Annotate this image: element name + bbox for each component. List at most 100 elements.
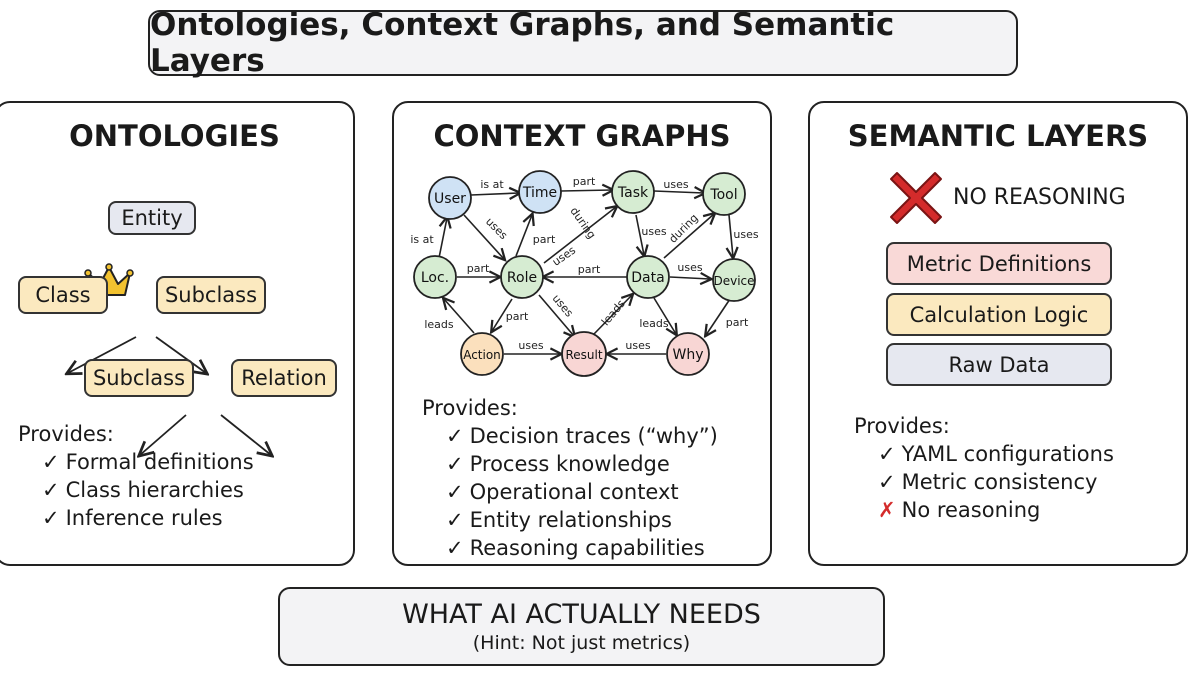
layer-metric-definitions: Metric Definitions — [886, 242, 1112, 285]
provides-item: ✓Class hierarchies — [42, 478, 244, 502]
provides-item: ✓YAML configurations — [878, 442, 1114, 466]
edge-entity-subclass — [155, 336, 206, 373]
edge-label-user-time: is at — [480, 178, 504, 191]
edge-data-tool — [663, 214, 714, 259]
edge-label-tool-device: uses — [733, 228, 758, 241]
provides-label: Provides: — [18, 422, 114, 446]
edge-label-user-role: uses — [483, 215, 510, 242]
provides-item: ✓Decision traces (“why”) — [446, 424, 718, 448]
edge-action-loc — [444, 299, 475, 334]
edge-label-action-result: uses — [518, 339, 543, 352]
edge-label-data-device: uses — [677, 261, 702, 274]
check-icon: ✓ — [42, 478, 60, 502]
class-node: Class — [18, 276, 108, 314]
ontologies-panel: ONTOLOGIES Entity Class Subclass Subclas… — [0, 101, 355, 566]
provides-item: ✓Process knowledge — [446, 452, 670, 476]
edge-result-data — [593, 295, 632, 335]
edge-label-role-time: part — [533, 233, 556, 246]
ontology-tree-lower — [0, 414, 357, 503]
subclass-node-bottom: Subclass — [84, 359, 194, 397]
edge-label-loc-user: is at — [410, 233, 434, 246]
provides-item: ✓Reasoning capabilities — [446, 536, 705, 560]
node-action — [460, 332, 504, 376]
edge-label-device-why: part — [726, 316, 749, 329]
edge-label-loc-role: part — [467, 262, 490, 275]
node-result — [561, 331, 607, 377]
edge-user-role — [463, 214, 504, 259]
node-time — [518, 170, 562, 214]
footer-heading: WHAT AI ACTUALLY NEEDS — [402, 599, 761, 630]
edge-time-task — [560, 190, 612, 191]
footer-box: WHAT AI ACTUALLY NEEDS (Hint: Not just m… — [278, 587, 885, 666]
check-icon: ✓ — [446, 452, 464, 476]
check-icon: ✓ — [42, 506, 60, 530]
edge-role-result — [538, 294, 574, 336]
provides-label: Provides: — [422, 396, 518, 420]
edge-label-result-data: leads — [599, 297, 628, 328]
node-user — [428, 176, 472, 220]
ontologies-provides: Provides: ✓Formal definitions ✓Class hie… — [18, 420, 254, 532]
edge-label-data-why: leads — [639, 317, 669, 330]
edge-device-why — [706, 298, 731, 335]
node-label-time: Time — [522, 185, 557, 201]
context-graph: is at part uses uses part is at during u… — [410, 170, 759, 377]
check-icon: ✓ — [878, 470, 896, 494]
edge-subclass-subclass — [140, 414, 187, 455]
page-title: Ontologies, Context Graphs, and Semantic… — [150, 7, 895, 79]
edge-subclass-relation — [220, 414, 271, 455]
node-why — [666, 332, 710, 376]
provides-item: ✓Formal definitions — [42, 450, 254, 474]
provides-item: ✓Operational context — [446, 480, 679, 504]
edge-role-task — [543, 207, 616, 264]
node-data — [626, 255, 670, 299]
edge-label-task-data: uses — [641, 225, 666, 238]
node-tool — [702, 172, 746, 216]
entity-node: Entity — [108, 201, 196, 235]
node-label-loc: Loc. — [421, 270, 449, 286]
node-device — [712, 258, 756, 302]
node-loc — [413, 255, 457, 299]
node-label-task: Task — [617, 185, 649, 201]
provides-item: ✓Inference rules — [42, 506, 223, 530]
node-label-user: User — [434, 191, 466, 207]
edge-role-action — [492, 298, 513, 331]
subclass-node-top: Subclass — [156, 276, 266, 314]
footer-hint: (Hint: Not just metrics) — [472, 632, 691, 654]
check-icon: ✓ — [446, 536, 464, 560]
context-graphs-panel: CONTEXT GRAPHS — [392, 101, 772, 566]
edge-data-device — [669, 277, 710, 279]
edge-label-data-role: part — [578, 263, 601, 276]
cross-icon: ✗ — [878, 498, 896, 522]
edge-label-role-action: part — [506, 310, 529, 323]
node-task — [611, 170, 655, 214]
node-label-why: Why — [672, 347, 703, 363]
edge-label-role-task: during — [567, 205, 598, 242]
edge-user-time — [470, 193, 519, 195]
ontologies-heading: ONTOLOGIES — [69, 119, 280, 153]
check-icon: ✓ — [446, 480, 464, 504]
edge-label-role-result: uses — [550, 292, 576, 320]
check-icon: ✓ — [42, 450, 60, 474]
check-icon: ✓ — [446, 508, 464, 532]
provides-item: ✓Metric consistency — [878, 470, 1098, 494]
node-label-role: Role — [507, 270, 537, 286]
node-label-result: Result — [565, 348, 602, 362]
edge-role-time — [515, 215, 532, 257]
node-label-action: Action — [463, 348, 501, 362]
check-icon: ✓ — [446, 424, 464, 448]
edge-task-tool — [653, 191, 704, 193]
semantic-layers-provides: Provides: ✓YAML configurations ✓Metric c… — [854, 412, 1114, 524]
edge-tool-device — [729, 214, 733, 257]
no-reasoning-label: NO REASONING — [953, 185, 1126, 210]
relation-node: Relation — [231, 359, 337, 397]
edge-task-data — [635, 214, 644, 255]
node-role — [500, 255, 544, 299]
context-graphs-heading: CONTEXT GRAPHS — [433, 119, 731, 153]
semantic-layers-panel: SEMANTIC LAYERS NO REASONING Metric Defi… — [808, 101, 1188, 566]
edge-loc-user — [438, 218, 447, 259]
x-mark-icon — [890, 172, 942, 224]
edge-label-role-data: uses — [550, 243, 578, 268]
edge-entity-class — [68, 336, 137, 373]
context-graphs-provides: Provides: ✓Decision traces (“why”) ✓Proc… — [422, 394, 718, 562]
layer-calculation-logic: Calculation Logic — [886, 293, 1112, 336]
